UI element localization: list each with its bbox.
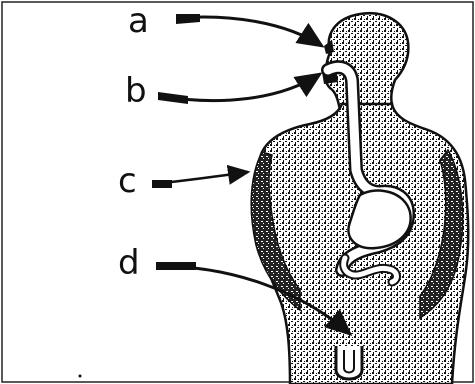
- label-d: d: [118, 243, 140, 283]
- label-b: b: [125, 71, 147, 111]
- arrow-a-tail: [176, 14, 200, 24]
- arrow-d-tail: [156, 262, 196, 270]
- stomach: [348, 190, 410, 248]
- label-c: c: [118, 161, 137, 201]
- rectum: [336, 346, 362, 379]
- arrow-b-tail: [158, 92, 188, 104]
- label-a: a: [128, 1, 149, 41]
- stray-dot: [79, 375, 82, 378]
- arrow-c-tail: [152, 180, 172, 188]
